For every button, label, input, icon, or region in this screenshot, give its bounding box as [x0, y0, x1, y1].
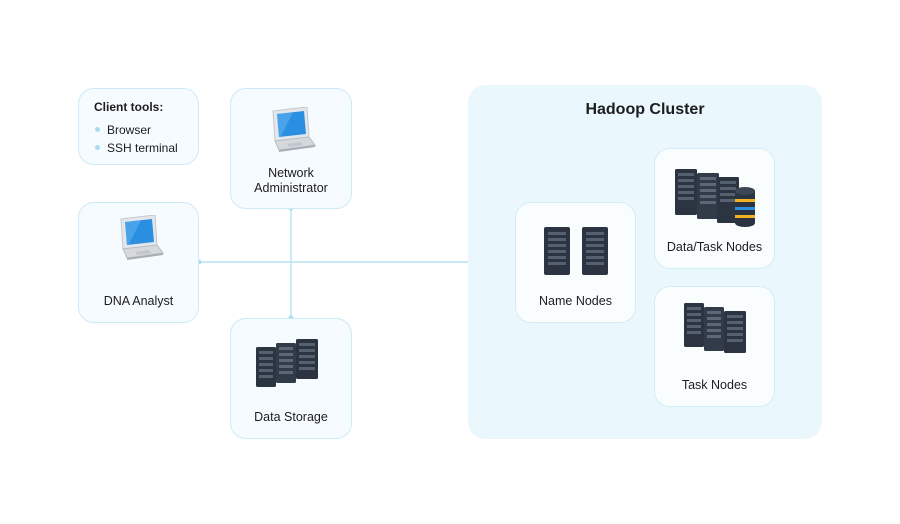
name-nodes-label: Name Nodes — [539, 294, 612, 308]
data-task-nodes-node[interactable]: Data/Task Nodes — [654, 148, 775, 269]
task-nodes-label: Task Nodes — [681, 378, 748, 392]
network-administrator-label: Network Administrator — [254, 166, 328, 195]
dna-analyst-node[interactable]: DNA Analyst — [78, 202, 199, 323]
client-tool-item: Browser — [93, 121, 178, 139]
name-nodes-node[interactable]: Name Nodes — [515, 202, 636, 323]
task-nodes-node[interactable]: Task Nodes — [654, 286, 775, 407]
data-storage-label: Data Storage — [254, 410, 328, 424]
laptop-icon — [272, 107, 316, 152]
bullet-icon — [95, 127, 100, 132]
server-rack-icon — [684, 303, 746, 353]
data-storage-node[interactable]: Data Storage — [230, 318, 352, 439]
data-task-nodes-label: Data/Task Nodes — [666, 240, 763, 254]
client-tool-item: SSH terminal — [93, 139, 178, 157]
laptop-icon — [120, 215, 164, 260]
client-tools-list: Browser SSH terminal — [93, 121, 178, 157]
server-rack-icon — [256, 339, 318, 387]
network-administrator-node[interactable]: Network Administrator — [230, 88, 352, 209]
hadoop-cluster-title: Hadoop Cluster — [585, 101, 705, 118]
database-icon — [675, 169, 755, 227]
bullet-icon — [95, 145, 100, 150]
client-tools-panel: Client tools: Browser SSH terminal — [78, 88, 199, 165]
client-tools-title: Client tools: — [94, 100, 164, 114]
hadoop-cluster: Hadoop Cluster Name Nodes — [468, 85, 822, 439]
server-rack-icon — [544, 227, 608, 275]
dna-analyst-label: DNA Analyst — [103, 294, 174, 308]
